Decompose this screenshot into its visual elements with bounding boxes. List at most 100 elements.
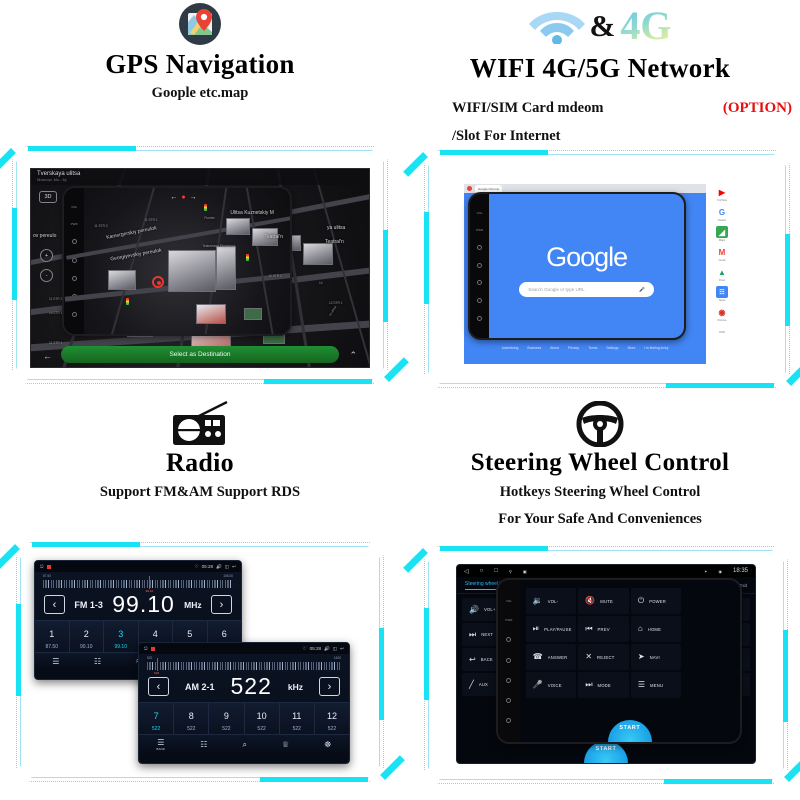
footer-link[interactable]: Settings	[606, 346, 619, 350]
am-tuning-dial[interactable]: 522 1620 522	[147, 656, 341, 675]
rail-button-icon[interactable]	[477, 298, 483, 304]
gps-3d-toggle-button[interactable]: 3D	[39, 191, 57, 203]
am-preset-12[interactable]: 12 522	[314, 703, 349, 734]
footer-link[interactable]: About	[550, 346, 560, 350]
rail-button-icon[interactable]	[477, 316, 483, 322]
band-button[interactable]: ☰ BAND	[156, 738, 166, 751]
nav-recents-icon[interactable]: □	[494, 568, 498, 574]
app-shortcut-gmail[interactable]: M Gmail	[716, 246, 728, 262]
app-shortcut-maps[interactable]: ◢ Maps	[716, 226, 728, 242]
fm-scale-max: 108.00	[223, 574, 233, 578]
exit-action[interactable]: Exit	[740, 583, 747, 588]
app-shortcut-youtube[interactable]: ▶ YouTube	[716, 186, 728, 202]
footer-link[interactable]: I'm feeling lucky	[644, 346, 669, 350]
gps-expand-arrow-icon[interactable]: ⌃	[349, 350, 357, 360]
rail-button-icon[interactable]	[477, 262, 483, 268]
fm-tuning-dial[interactable]: 87.50 108.00 99.10	[43, 574, 233, 593]
am-preset-11[interactable]: 11 522	[279, 703, 315, 734]
mic-icon: 🎤	[532, 680, 543, 689]
gps-zoom-in-button[interactable]: +	[40, 249, 53, 262]
wifi-head-unit-device: VOL PWR Google Search Google or type URL…	[468, 192, 686, 340]
rail-button-icon[interactable]	[506, 697, 512, 703]
app-shortcut-more[interactable]: ⋯	[716, 326, 728, 338]
phone-answer-icon: ☎	[532, 652, 543, 661]
mic-icon[interactable]: 🎤	[639, 286, 645, 292]
app-shortcut-drive[interactable]: ▲ Drive	[716, 266, 728, 282]
swc-button-answer[interactable]: ☎ANSWER	[525, 644, 577, 670]
rail-button-icon[interactable]	[506, 677, 512, 683]
nav-back-icon[interactable]: ◁	[464, 568, 469, 575]
fm-preset-1[interactable]: 1 87.50	[35, 621, 70, 652]
nav-extra-icon-2[interactable]: ▣	[522, 568, 527, 574]
radio-subtitle: Support FM&AM Support RDS	[99, 484, 301, 501]
footer-link[interactable]: More	[627, 346, 636, 350]
search-input-placeholder[interactable]: Search Google or type URL	[528, 287, 585, 292]
search-button[interactable]: ⌕	[242, 739, 247, 749]
gps-zoom-out-button[interactable]: -	[40, 269, 53, 282]
rail-button-icon[interactable]	[477, 244, 483, 250]
chrome-tab-strip: Google Chrome	[464, 184, 706, 193]
nav-home-icon[interactable]: ○	[479, 568, 484, 574]
app-shortcut-search[interactable]: G Search	[716, 206, 728, 222]
gps-topbar-title: Tverskaya ulitsa	[37, 171, 81, 177]
swc-button-home[interactable]: ⌂HOME	[630, 616, 682, 642]
back-icon[interactable]: ↩	[232, 563, 236, 569]
rail-button-icon[interactable]	[506, 717, 512, 723]
swc-button-power[interactable]: ⏻POWER	[630, 588, 682, 614]
swc-button-voice[interactable]: 🎤VOICE	[525, 672, 577, 698]
am-prev-button[interactable]: ‹	[148, 677, 169, 696]
fm-preset-2[interactable]: 2 90.10	[69, 621, 104, 652]
start-button[interactable]: START	[607, 720, 652, 742]
swc-button-menu[interactable]: ☰MENU	[630, 672, 682, 698]
swc-button-vol-down[interactable]: 🔉VOL-	[525, 588, 577, 614]
antenna-button[interactable]: ♕	[282, 740, 290, 749]
rail-button-icon[interactable]	[477, 280, 483, 286]
wifi-tech-frame	[403, 150, 800, 388]
select-destination-button[interactable]: Select as Destination	[61, 346, 339, 363]
fm-preset-3[interactable]: 3 99.10	[104, 621, 139, 652]
nav-extra-icon-1[interactable]: ⚲	[508, 568, 512, 574]
footer-link[interactable]: Terms	[588, 346, 598, 350]
swc-button-navi[interactable]: ➤NAVI	[630, 644, 682, 670]
fm-prev-button[interactable]: ‹	[44, 595, 65, 614]
start-button[interactable]: START	[584, 741, 628, 763]
am-next-button[interactable]: ›	[318, 677, 340, 696]
search-button[interactable]: ⌕	[136, 656, 140, 666]
tab-steering-wheel-button[interactable]: Steering wheel button	[465, 581, 514, 590]
gps-nav-right-arrow-icon[interactable]: →	[189, 194, 197, 201]
swc-button-prev[interactable]: ⏮PREV	[578, 616, 629, 642]
am-preset-10[interactable]: 10 522	[244, 703, 280, 734]
am-preset-8[interactable]: 8 522	[174, 703, 210, 734]
am-preset-7[interactable]: 7 522	[139, 703, 175, 734]
am-preset-row: 7 522 8 522 9 522 10 522 11 522	[139, 702, 349, 734]
google-search-box[interactable]: Search Google or type URL 🎤	[519, 282, 654, 297]
footer-link[interactable]: Advertising	[501, 346, 519, 350]
gps-subtitle: Goople etc.map	[151, 85, 249, 102]
gps-header: GPS Navigation Goople etc.map	[0, 0, 400, 102]
wifi-subtitle-1: WIFI/SIM Card mdeom	[452, 100, 604, 116]
gps-back-arrow-icon[interactable]: ←	[43, 351, 52, 361]
swc-button-mode[interactable]: ⏭MODE	[578, 672, 629, 698]
gps-nav-left-arrow-icon[interactable]: ←	[170, 194, 178, 201]
rail-button-icon[interactable]	[506, 657, 512, 663]
rail-button-icon[interactable]	[71, 239, 77, 245]
swc-button-play-pause[interactable]: ⏯PLAY/PAUSE	[525, 616, 577, 642]
am-preset-9[interactable]: 9 522	[209, 703, 245, 734]
swc-button-mute[interactable]: 🔇MUTE	[578, 588, 629, 614]
swc-button-reject[interactable]: ✕REJECT	[578, 644, 629, 670]
rail-button-icon[interactable]	[71, 311, 77, 317]
band-button[interactable]: ☰	[52, 656, 60, 666]
app-shortcut-chrome[interactable]: ◉ Chrome	[716, 306, 728, 322]
footer-link[interactable]: Business	[527, 346, 542, 350]
settings-button[interactable]: ☸	[324, 740, 332, 749]
list-button[interactable]: ☷	[94, 656, 102, 666]
rail-button-icon[interactable]	[71, 275, 77, 281]
volume-icon: 🔊	[324, 645, 330, 651]
list-button[interactable]: ☷	[200, 740, 208, 749]
back-icon[interactable]: ↩	[340, 645, 344, 651]
rail-button-icon[interactable]	[506, 637, 512, 643]
browser-tab[interactable]: Google Chrome	[475, 185, 503, 192]
fm-next-button[interactable]: ›	[211, 595, 232, 614]
footer-link[interactable]: Privacy	[568, 346, 580, 350]
app-shortcut-news[interactable]: ☷ News	[716, 286, 728, 302]
